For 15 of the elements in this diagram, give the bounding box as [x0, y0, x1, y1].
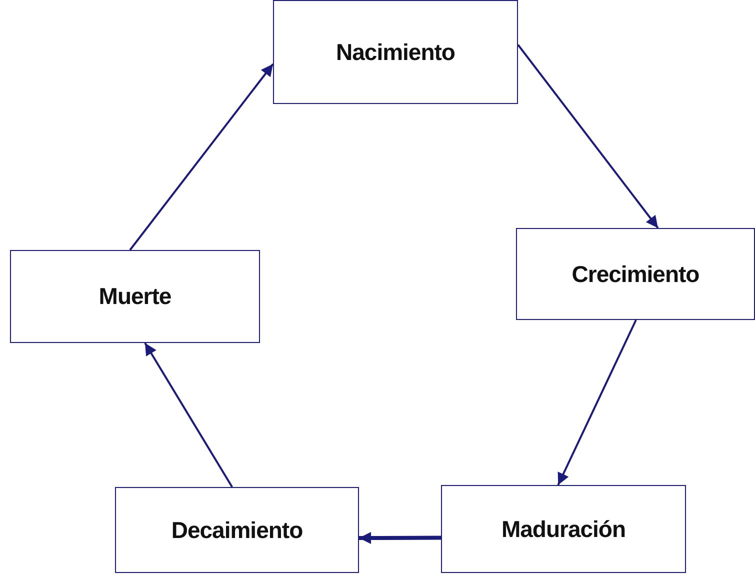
arrow [144, 342, 233, 488]
node-label: Muerte [98, 283, 172, 310]
node-label: Crecimiento [572, 260, 700, 288]
process-box [516, 228, 755, 320]
process-box [273, 0, 518, 104]
process-box [10, 250, 260, 343]
process-box [115, 487, 359, 573]
arrow [129, 63, 274, 251]
node-label: Decaimiento [171, 516, 303, 544]
arrow [359, 532, 441, 544]
arrow [517, 44, 659, 229]
node-label: Maduración [501, 516, 626, 542]
arrow [557, 320, 637, 486]
node-label: Nacimiento [336, 38, 455, 66]
process-box [441, 485, 686, 573]
